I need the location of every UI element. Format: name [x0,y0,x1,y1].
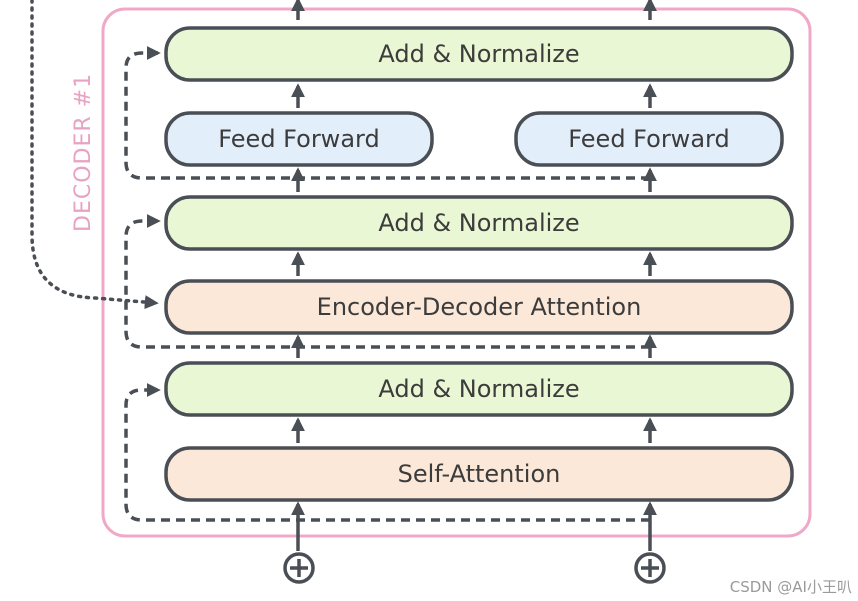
residual-connection-mid [124,214,650,349]
self-attention-label: Self-Attention [398,460,561,488]
feed-forward-block-right: Feed Forward [514,111,784,167]
watermark: CSDN @AI小王叭 [729,578,852,596]
encoder-decoder-attention-block: Encoder-Decoder Attention [164,279,794,335]
plus-circle-icon [634,552,666,584]
feed-forward-label: Feed Forward [568,125,729,153]
plus-circle-icon [283,552,315,584]
feed-forward-block-left: Feed Forward [164,111,434,167]
residual-connection-top [124,46,650,180]
self-attention-block: Self-Attention [164,446,794,502]
add-normalize-block-top: Add & Normalize [164,26,794,82]
add-normalize-label: Add & Normalize [378,375,579,403]
add-normalize-block-mid: Add & Normalize [164,195,794,251]
encoder-decoder-attention-label: Encoder-Decoder Attention [317,293,642,321]
add-normalize-block-bottom: Add & Normalize [164,361,794,417]
decoder-frame [101,7,812,538]
feed-forward-label: Feed Forward [218,125,379,153]
encoder-connection-dotted [30,0,159,310]
add-normalize-label: Add & Normalize [378,40,579,68]
residual-connection-bottom [124,383,650,522]
decoder-label: DECODER #1 [71,73,96,232]
flow-arrows [291,0,657,551]
add-normalize-label: Add & Normalize [378,209,579,237]
